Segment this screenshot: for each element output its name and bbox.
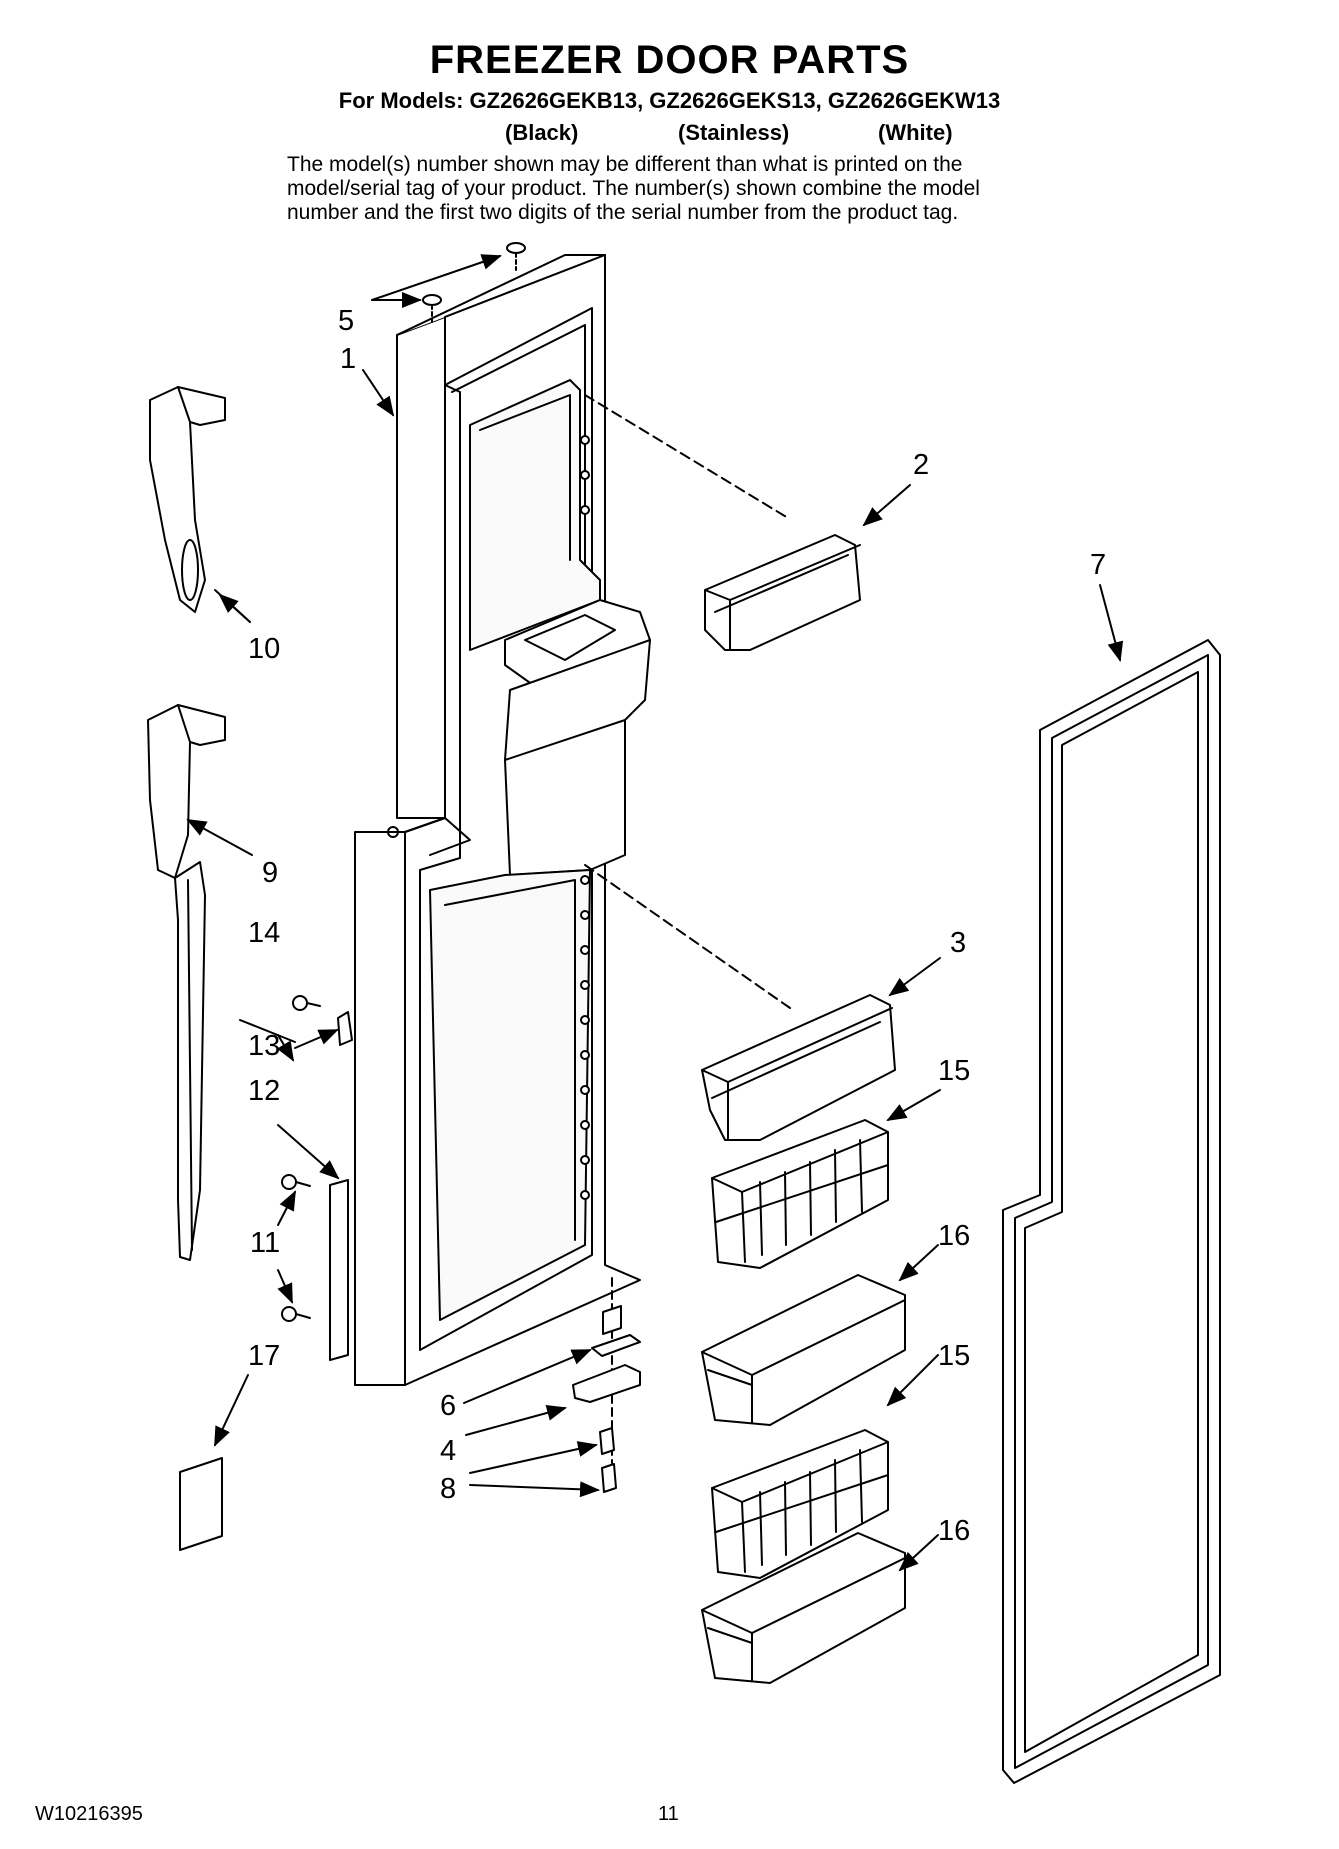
finish-white: (White) (878, 120, 953, 145)
finish-black: (Black) (505, 120, 579, 145)
wire-basket-part (711, 1119, 889, 1269)
callout-4: 4 (440, 1435, 456, 1467)
callout-14: 14 (248, 917, 280, 949)
door-liner-part (354, 254, 651, 1386)
note-line: number and the first two digits of the s… (287, 201, 959, 224)
mounting-bracket-part (337, 1011, 353, 1046)
page-title: FREEZER DOOR PARTS (429, 38, 910, 82)
callout-15a: 15 (938, 1055, 970, 1087)
handle-part (147, 704, 226, 1261)
screw-part (281, 1174, 311, 1322)
callout-5: 5 (338, 305, 354, 337)
hinge-plug-part (422, 242, 526, 323)
callout-7: 7 (1090, 549, 1106, 581)
callout-1: 1 (340, 343, 356, 375)
lower-door-bin-part (701, 994, 896, 1141)
callout-9: 9 (262, 857, 278, 889)
screw-part (292, 995, 321, 1011)
leader-arrows (186, 254, 1124, 1572)
hinge-hardware-part (572, 1277, 641, 1493)
page-number: 11 (658, 1803, 679, 1825)
callout-13: 13 (248, 1030, 280, 1062)
model-list: For Models: GZ2626GEKB13, GZ2626GEKS13, … (338, 88, 1001, 113)
model-note: The model(s) number shown may be differe… (287, 153, 1087, 225)
wire-basket-part (711, 1429, 889, 1579)
callout-11: 11 (250, 1227, 280, 1259)
callout-3: 3 (950, 927, 966, 959)
callout-16a: 16 (938, 1220, 970, 1252)
document-number: W10216395 (35, 1803, 143, 1825)
callout-16b: 16 (938, 1515, 970, 1547)
door-bin-part (701, 1274, 906, 1426)
note-line: model/serial tag of your product. The nu… (287, 177, 980, 200)
door-bin-part (701, 1532, 906, 1684)
handle-trim-part (149, 386, 226, 613)
trim-strip-part (329, 1179, 349, 1361)
door-gasket-part (1002, 639, 1221, 1784)
callout-labels: 5 1 2 7 10 9 14 3 13 15 12 16 11 15 17 6… (248, 305, 1106, 1547)
callout-17: 17 (248, 1340, 280, 1372)
callout-2: 2 (913, 449, 929, 481)
label-part (179, 1457, 223, 1551)
upper-door-bin-part (704, 534, 861, 651)
callout-8: 8 (440, 1473, 456, 1505)
finish-stainless: (Stainless) (678, 120, 790, 145)
callout-12: 12 (248, 1075, 280, 1107)
callout-6: 6 (440, 1390, 456, 1422)
dashed-guide-lines (584, 394, 791, 1009)
note-line: The model(s) number shown may be differe… (287, 153, 963, 176)
callout-15b: 15 (938, 1340, 970, 1372)
callout-10: 10 (248, 633, 280, 665)
